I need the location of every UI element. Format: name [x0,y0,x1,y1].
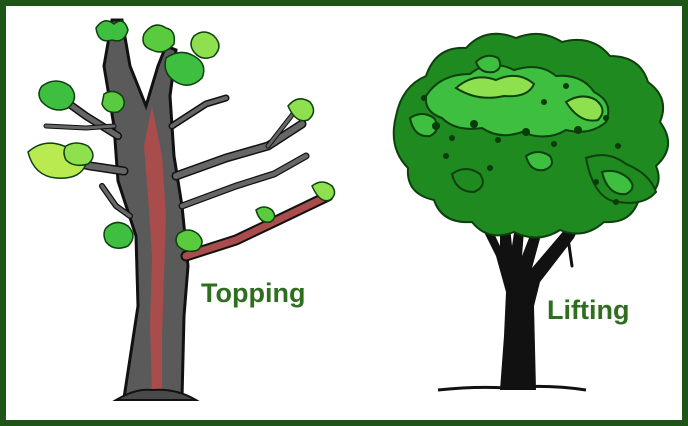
lifted-tree [394,34,668,390]
topping-label: Topping [201,278,305,309]
lifting-label: Lifting [547,295,629,326]
topped-tree [28,20,335,400]
illustration [6,6,682,420]
lifted-tree-crown [394,34,668,238]
